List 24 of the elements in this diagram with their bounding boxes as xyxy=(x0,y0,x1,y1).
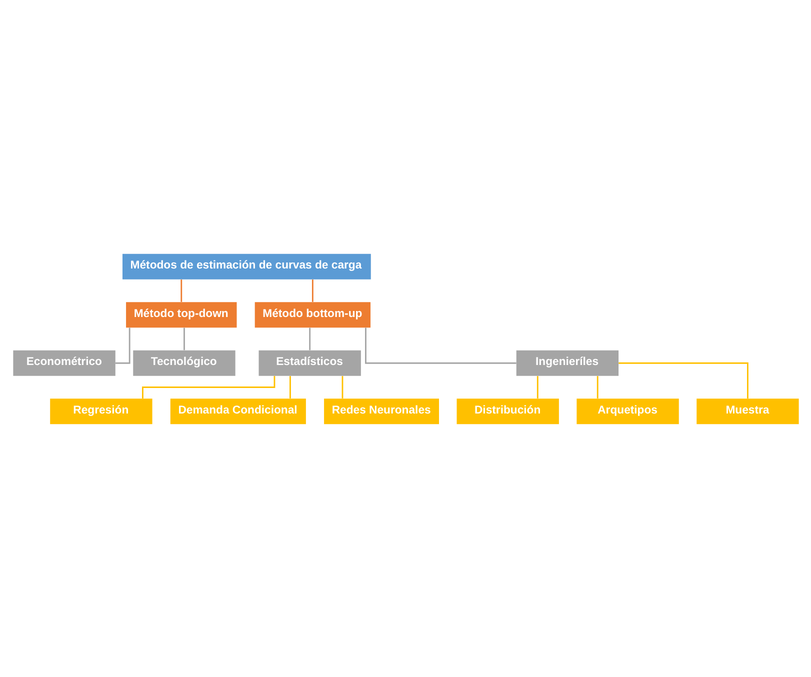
node-box: Método bottom-up xyxy=(254,302,370,328)
node-box: Ingenieríles xyxy=(516,350,618,376)
node-box: Tecnológico xyxy=(132,350,235,376)
node-box: Demanda Condicional xyxy=(170,398,306,424)
node-box: Arquetipos xyxy=(576,398,678,424)
node-box: Estadísticos xyxy=(258,350,360,376)
connector xyxy=(341,376,343,398)
node-box: Métodos de estimación de curvas de carga xyxy=(122,253,370,279)
connector xyxy=(308,327,310,350)
connector xyxy=(596,376,598,398)
node-box: Redes Neuronales xyxy=(324,398,438,424)
connector xyxy=(364,327,516,364)
connector xyxy=(311,279,313,302)
connector xyxy=(183,327,184,350)
connector xyxy=(536,376,538,398)
node-box: Regresión xyxy=(50,398,152,424)
connector xyxy=(142,376,275,398)
node-box: Distribución xyxy=(456,398,558,424)
node-box: Econométrico xyxy=(12,350,115,376)
node-box: Muestra xyxy=(696,398,798,424)
node-box: Método top-down xyxy=(126,302,236,328)
connector xyxy=(180,279,182,302)
connector xyxy=(618,362,748,398)
connector xyxy=(289,376,290,398)
